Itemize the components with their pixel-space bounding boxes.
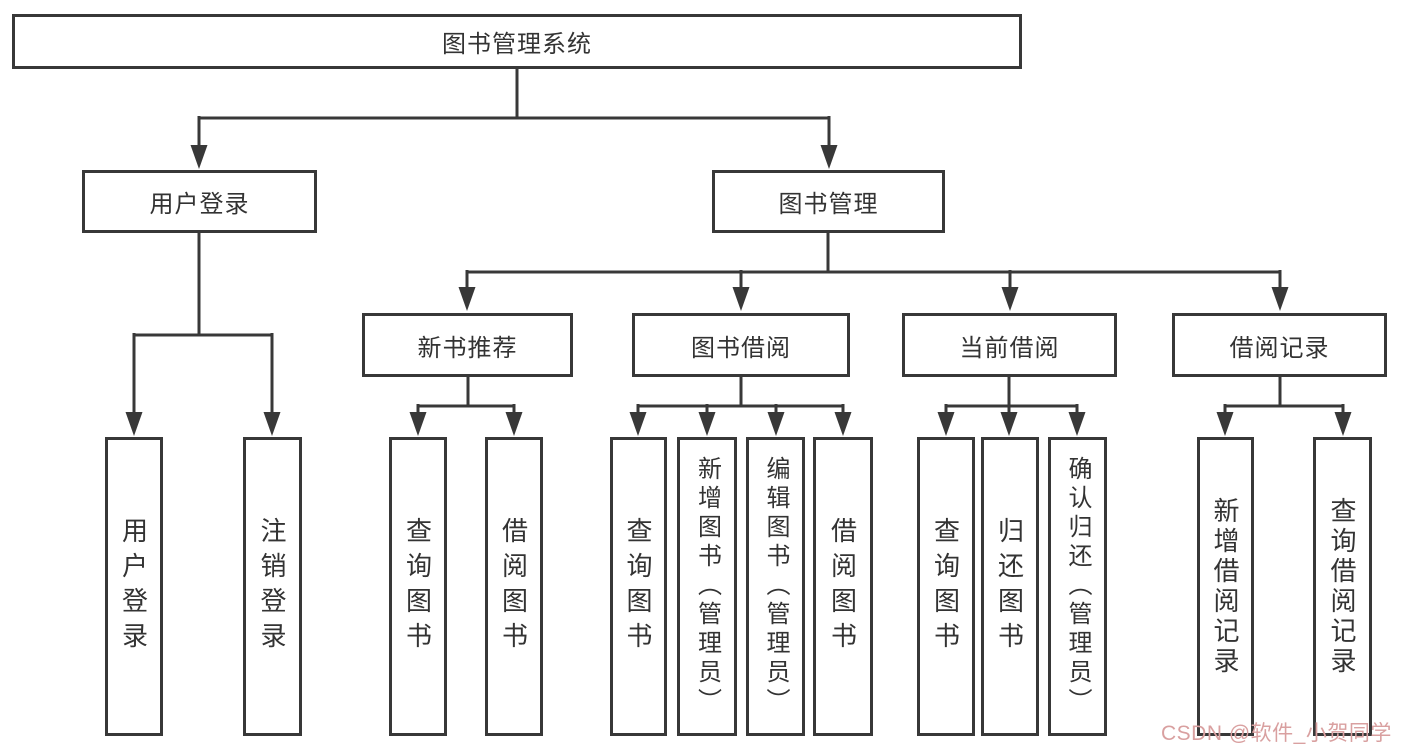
- node-new-book-recommendation: 新书推荐: [362, 313, 573, 377]
- arrowheads: [125, 145, 1352, 436]
- leaf-query-books-recommend: 查询图书: [389, 437, 447, 736]
- leaf-logout: 注销登录: [243, 437, 302, 736]
- csdn-watermark: CSDN @软件_小贺同学: [1161, 722, 1392, 745]
- leaf-query-books-borrow: 查询图书: [610, 437, 667, 736]
- node-book-borrowing: 图书借阅: [632, 313, 850, 377]
- leaf-confirm-return-admin: 确认归还（管理员）: [1048, 437, 1107, 736]
- leaf-return-books: 归还图书: [981, 437, 1039, 736]
- leaf-query-borrow-record: 查询借阅记录: [1313, 437, 1372, 736]
- leaf-add-borrow-record: 新增借阅记录: [1197, 437, 1254, 736]
- leaf-borrow-books-recommend: 借阅图书: [485, 437, 543, 736]
- node-current-borrowing: 当前借阅: [902, 313, 1117, 377]
- leaf-borrow-books: 借阅图书: [813, 437, 873, 736]
- node-borrowing-records: 借阅记录: [1172, 313, 1387, 377]
- leaf-add-books-admin: 新增图书（管理员）: [677, 437, 737, 736]
- node-book-management: 图书管理: [712, 170, 945, 233]
- node-library-management-system: 图书管理系统: [12, 14, 1022, 69]
- node-user-login: 用户登录: [82, 170, 317, 233]
- leaf-edit-books-admin: 编辑图书（管理员）: [746, 437, 805, 736]
- leaf-query-books-current: 查询图书: [917, 437, 975, 736]
- leaf-user-login: 用户登录: [105, 437, 163, 736]
